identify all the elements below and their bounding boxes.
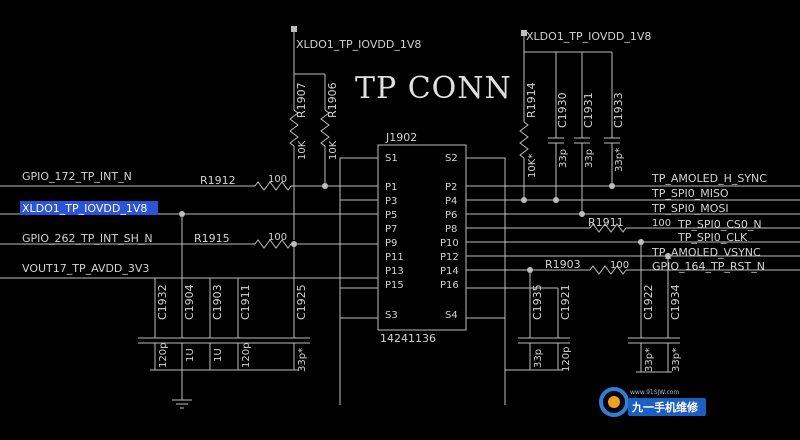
pin-p7: P7	[385, 224, 397, 235]
cap-ref-c1931: C1931	[582, 92, 595, 128]
cap-ref-c1930: C1930	[556, 92, 569, 128]
watermark-url: www.91SJW.com	[630, 389, 679, 396]
cap-val-c1925: 33p*	[297, 348, 308, 372]
pin-p11: P11	[385, 252, 404, 263]
resistor-val-r1911: 100	[652, 218, 671, 229]
net-highlight	[20, 201, 158, 215]
power-label-top-right: XLDO1_TP_IOVDD_1V8	[526, 30, 651, 43]
net-label-spi0-mosi: TP_SPI0_MOSI	[651, 202, 729, 215]
pin-p12: P12	[440, 252, 459, 263]
cap-val-c1904: 1U	[185, 348, 196, 362]
net-label-h-sync: TP_AMOLED_H_SYNC	[651, 172, 767, 185]
resistor-val-r1914: 10K*	[527, 154, 538, 178]
pin-p14: P14	[440, 266, 459, 277]
cap-ref-c1935: C1935	[531, 284, 544, 320]
power-port-right	[521, 30, 527, 36]
net-label-spi0-miso: TP_SPI0_MISO	[651, 187, 729, 200]
pin-p15: P15	[385, 280, 404, 291]
pin-p8: P8	[445, 224, 457, 235]
net-label-amoled-vsync: TP_AMOLED_VSYNC	[651, 246, 761, 259]
pin-p16: P16	[440, 280, 459, 291]
watermark-logo: www.91SJW.com 九一手机维修	[599, 387, 706, 417]
resistor-ref-r1915: R1915	[194, 232, 230, 245]
resistor-r1914	[519, 121, 529, 159]
pin-s2: S2	[445, 153, 458, 164]
cap-ref-c1922: C1922	[642, 284, 655, 320]
resistor-ref-r1914: R1914	[525, 82, 538, 118]
pin-p10: P10	[440, 238, 459, 249]
pin-p4: P4	[445, 196, 457, 207]
pin-p13: P13	[385, 266, 404, 277]
cap-ref-c1911: C1911	[239, 284, 252, 320]
resistor-val-r1912: 100	[268, 174, 287, 185]
cap-val-c1921: 120p	[561, 347, 572, 372]
cap-ref-c1932: C1932	[156, 284, 169, 320]
cap-ref-c1904: C1904	[183, 284, 196, 320]
resistor-r1912	[254, 181, 292, 191]
net-label-vout17: VOUT17_TP_AVDD_3V3	[22, 262, 149, 275]
connector-right-pins: S2 P2 P4 P6 P8 P10 P12 P14 P16 S4	[440, 153, 459, 321]
resistor-r1903	[589, 265, 627, 275]
cap-val-c1922: 33p*	[644, 348, 655, 372]
cap-val-c1911: 120p	[241, 343, 252, 368]
pin-p1: P1	[385, 182, 397, 193]
connector-j1902	[377, 144, 467, 331]
connector-left-pins: S1 P1 P3 P5 P7 P9 P11 P13 P15 S3	[385, 153, 404, 321]
net-label-spi0-cs0: TP_SPI0_CS0_N	[677, 218, 762, 231]
cap-ref-c1934: C1934	[669, 284, 682, 320]
net-label-gpio-262: GPIO_262_TP_INT_SH_N	[22, 232, 153, 245]
net-label-iovdd-highlight[interactable]: XLDO1_TP_IOVDD_1V8	[22, 202, 147, 215]
resistor-val-r1903: 100	[610, 260, 629, 271]
connector-ref: J1902	[385, 131, 417, 144]
pin-p3: P3	[385, 196, 397, 207]
pin-s1: S1	[385, 153, 398, 164]
net-label-gpio-164: GPIO_164_TP_RST_N	[652, 260, 765, 273]
logo-core-icon	[608, 396, 620, 408]
cap-val-c1931: 33p	[584, 149, 595, 168]
resistor-r1911	[589, 223, 627, 233]
cap-ref-c1903: C1903	[211, 284, 224, 320]
resistor-val-r1915: 100	[268, 232, 287, 243]
cap-val-c1933: 33p*	[614, 148, 625, 172]
cap-val-c1935: 33p	[533, 349, 544, 368]
resistor-r1906	[320, 109, 330, 147]
resistor-ref-r1912: R1912	[200, 174, 236, 187]
net-label-gpio-172: GPIO_172_TP_INT_N	[22, 170, 132, 183]
cap-val-c1932: 120p	[158, 343, 169, 368]
cap-ref-c1925: C1925	[295, 284, 308, 320]
resistor-val-r1907: 10K	[297, 140, 308, 160]
power-port-left	[291, 26, 297, 32]
resistor-val-r1906: 10K	[328, 140, 339, 160]
pin-p6: P6	[445, 210, 457, 221]
cap-ref-c1921: C1921	[559, 284, 572, 320]
cap-val-c1903: 1U	[213, 348, 224, 362]
resistor-r1915	[254, 239, 292, 249]
pin-p9: P9	[385, 238, 397, 249]
pin-s3: S3	[385, 310, 398, 321]
cap-val-c1930: 33p	[558, 149, 569, 168]
cap-val-c1934: 33p*	[671, 348, 682, 372]
net-label-spi0-clk: TP_SPI0_CLK	[677, 231, 748, 244]
logo-ring-icon	[599, 387, 629, 417]
resistor-ref-r1903: R1903	[545, 258, 581, 271]
resistor-r1907	[289, 109, 299, 147]
resistor-ref-r1911: R1911	[588, 216, 624, 229]
pin-p5: P5	[385, 210, 397, 221]
connector-part: 14241136	[380, 332, 436, 345]
resistor-ref-r1906: R1906	[326, 82, 339, 118]
cap-ref-c1933: C1933	[612, 92, 625, 128]
power-label-top-left: XLDO1_TP_IOVDD_1V8	[296, 38, 421, 51]
pin-s4: S4	[445, 310, 458, 321]
resistor-ref-r1907: R1907	[295, 82, 308, 118]
watermark-brand: 九一手机维修	[631, 400, 699, 414]
diagram-title: TP CONN	[355, 71, 512, 106]
pin-p2: P2	[445, 182, 457, 193]
